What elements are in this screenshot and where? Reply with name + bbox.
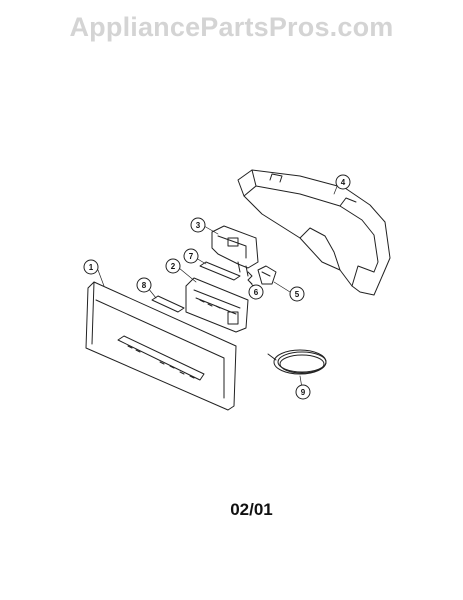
callout-6: 6 <box>248 284 264 300</box>
callout-4-label: 4 <box>341 178 346 187</box>
leader-lines <box>97 183 339 389</box>
callout-5: 5 <box>289 286 305 302</box>
part-button <box>151 295 185 313</box>
callout-7-label: 7 <box>189 252 194 261</box>
callout-4: 4 <box>335 174 351 190</box>
callout-2-label: 2 <box>171 262 176 271</box>
callout-5-label: 5 <box>295 290 300 299</box>
part-switch-bracket <box>211 225 259 277</box>
callout-3-label: 3 <box>196 221 201 230</box>
diagram-date-code: 02/01 <box>230 500 273 519</box>
callout-8: 8 <box>136 277 152 293</box>
callout-2: 2 <box>165 258 181 274</box>
site-watermark: AppliancePartsPros.com <box>69 12 394 42</box>
part-small-cap <box>257 265 277 285</box>
callout-1: 1 <box>83 259 99 275</box>
callout-9: 9 <box>295 384 311 400</box>
callout-7: 7 <box>183 248 199 264</box>
part-wire-harness <box>267 349 327 375</box>
callout-1-label: 1 <box>89 263 94 272</box>
part-control-housing <box>237 169 391 296</box>
callout-8-label: 8 <box>142 281 147 290</box>
callouts: 1 2 3 4 5 6 7 8 <box>83 174 351 400</box>
part-console-panel <box>85 281 237 411</box>
callout-3: 3 <box>190 217 206 233</box>
callout-6-label: 6 <box>254 288 259 297</box>
part-circuit-board <box>185 277 249 333</box>
part-strip <box>199 261 241 281</box>
callout-9-label: 9 <box>301 388 306 397</box>
